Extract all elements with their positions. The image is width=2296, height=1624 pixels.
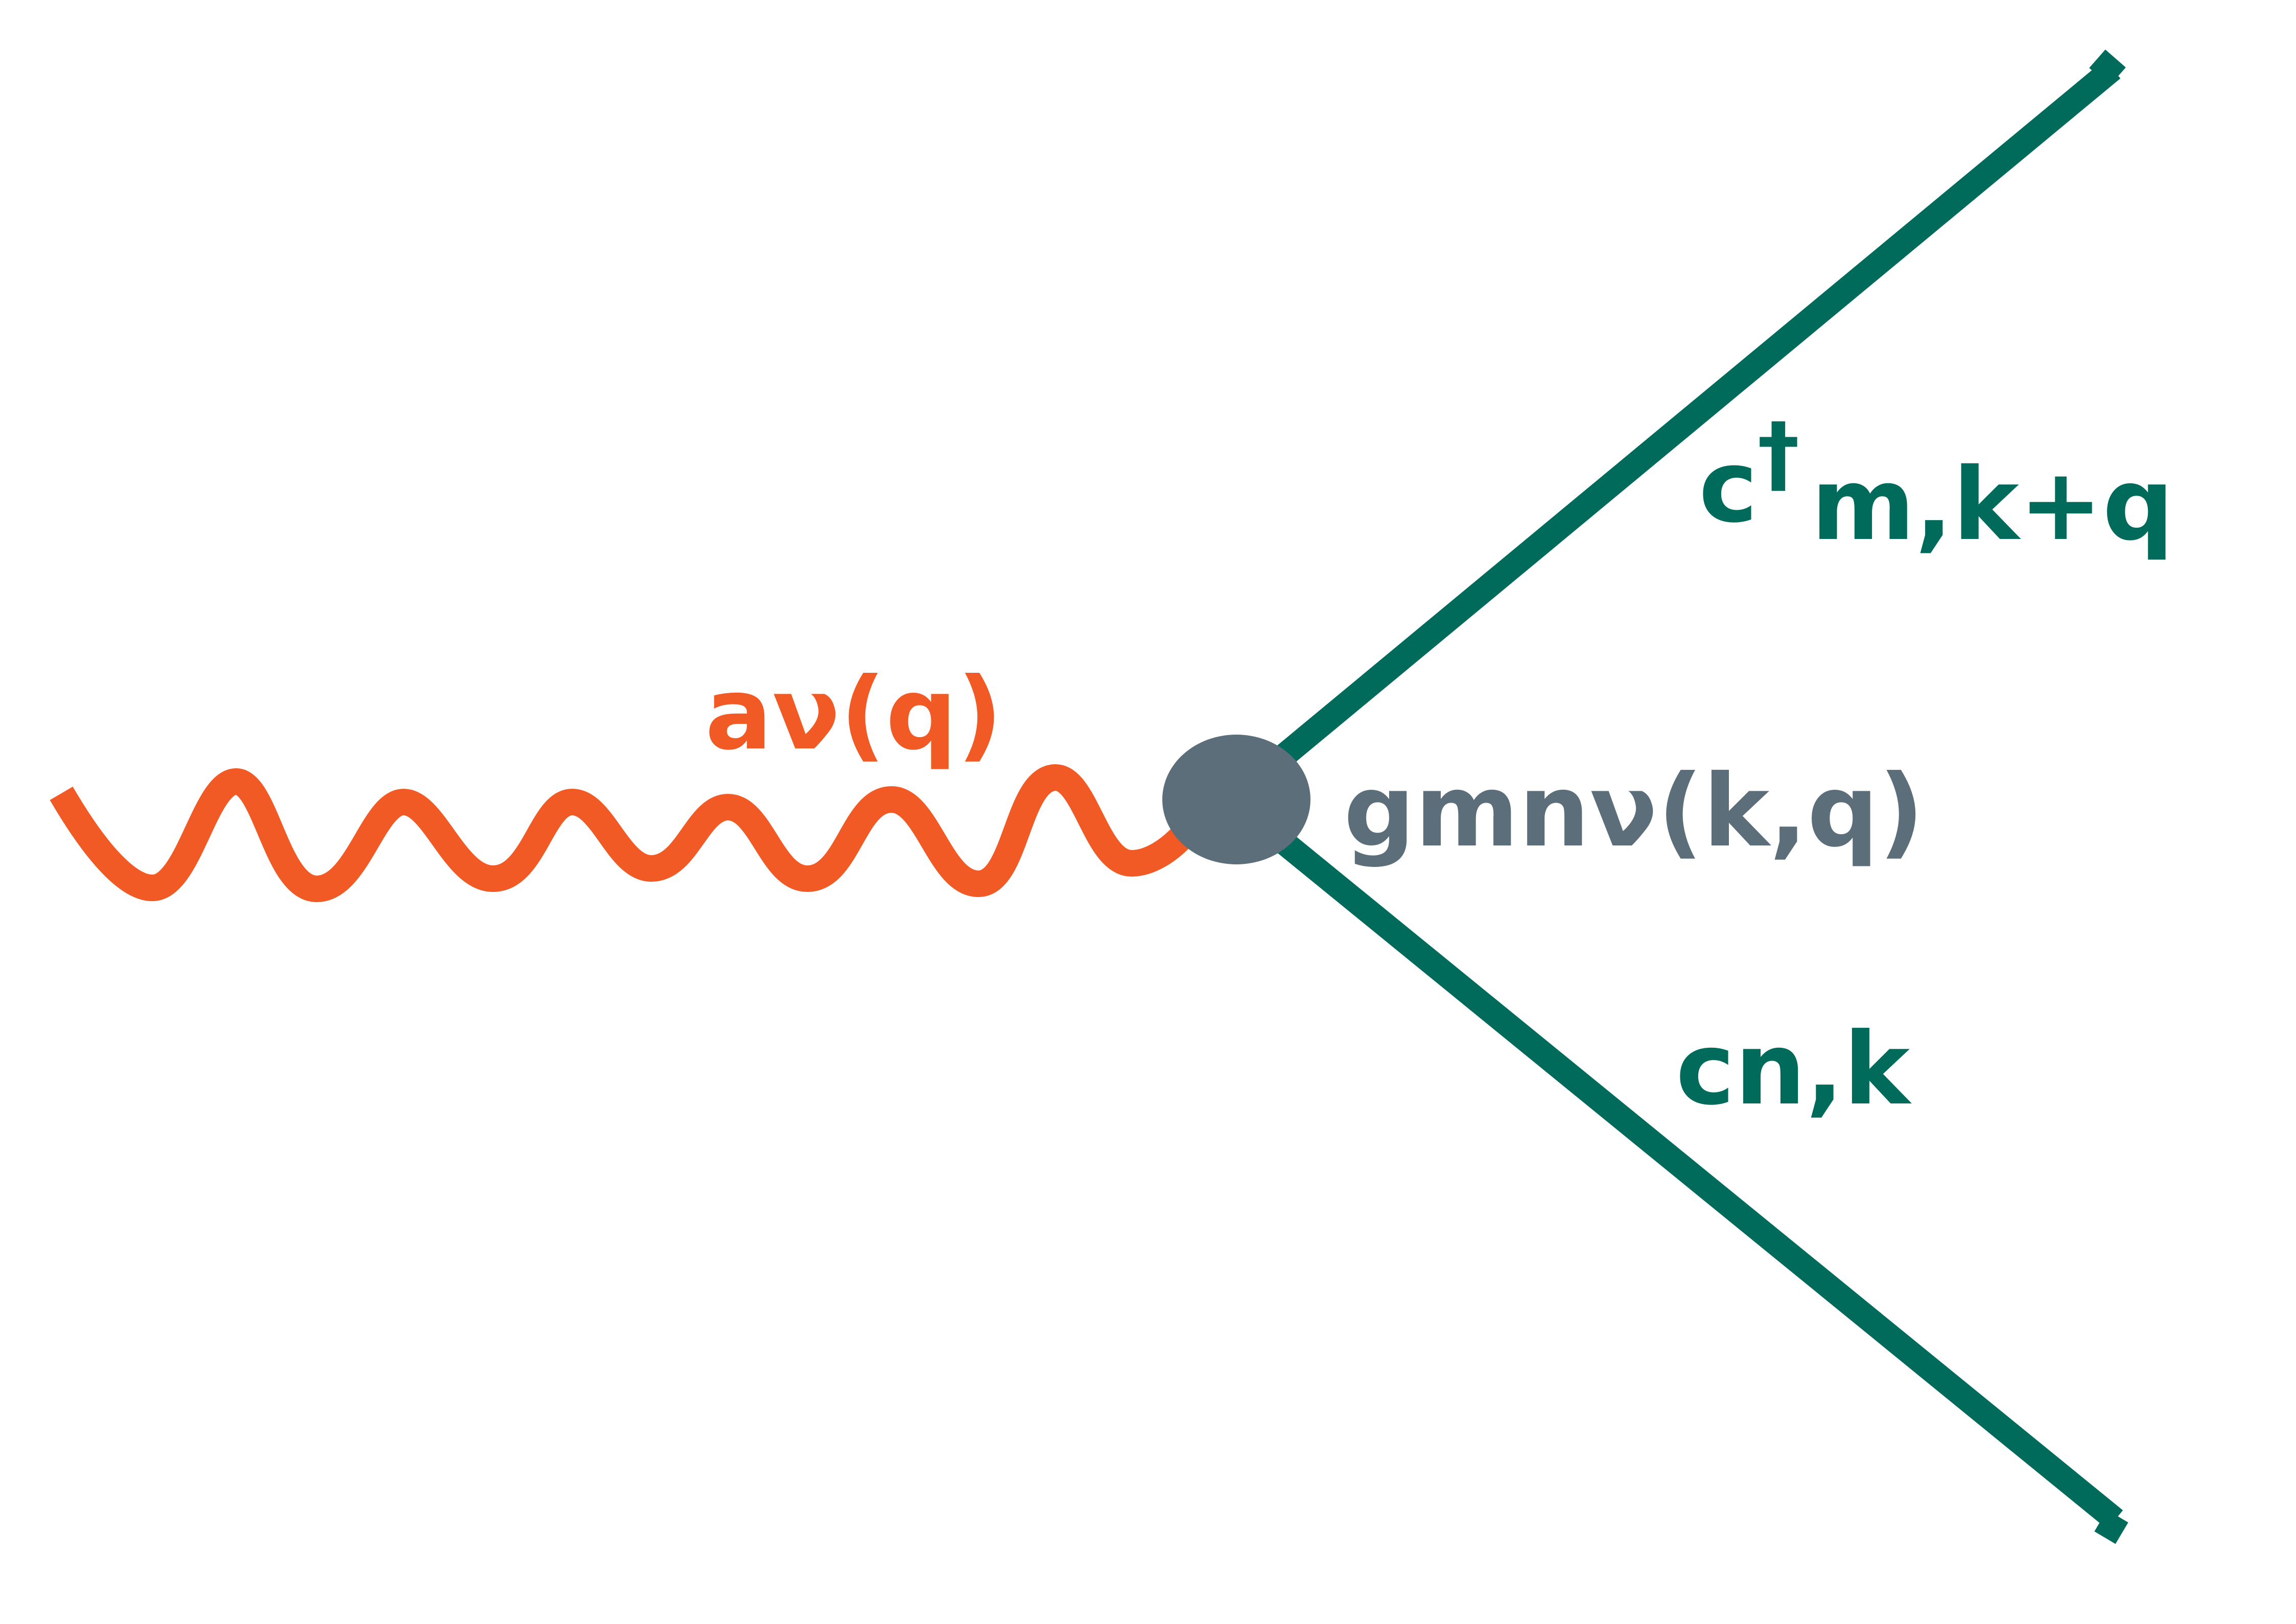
incoming-fermion-line xyxy=(1223,790,2123,1529)
interaction-vertex xyxy=(1162,735,1310,864)
incoming-fermion-label: cn,k xyxy=(1676,1011,1912,1127)
dagger-symbol: † xyxy=(1758,405,1800,503)
incoming-fermion-end xyxy=(2094,1510,2128,1544)
outgoing-subscript-label: m,k+q xyxy=(1811,446,2174,562)
outgoing-operator-label: c xyxy=(1699,429,1758,545)
vertex-label: gmnν(k,q) xyxy=(1344,753,1924,869)
photon-wavy-line xyxy=(50,764,1196,902)
photon-label: aν(q) xyxy=(705,656,1002,772)
outgoing-fermion-end xyxy=(2089,49,2126,86)
outgoing-fermion-line xyxy=(1223,59,2121,809)
